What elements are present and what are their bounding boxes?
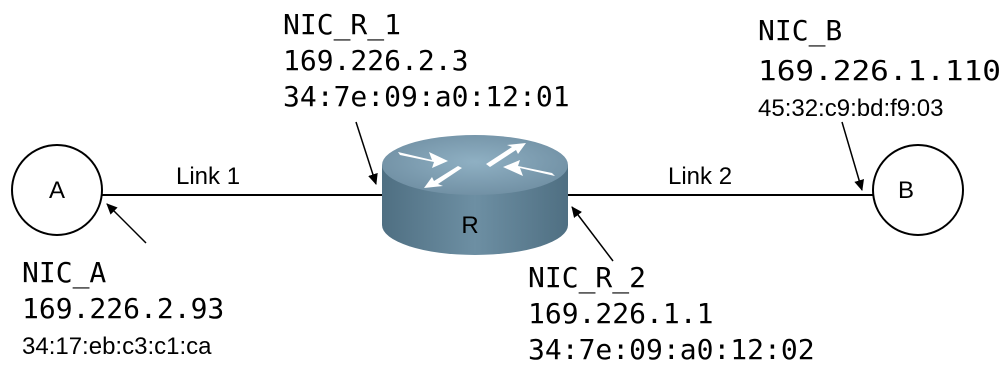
nic-r-1-pointer xyxy=(355,121,378,185)
link-1-label: Link 1 xyxy=(176,163,240,190)
nic-r-2-name: NIC_R_2 xyxy=(528,261,646,295)
host-a: A xyxy=(11,144,103,236)
nic-r-2-mac: 34:7e:09:a0:12:02 xyxy=(528,333,815,366)
nic-b-ip: 169.226.1.110 xyxy=(758,54,1001,87)
nic-a-pointer xyxy=(106,203,147,244)
nic-a-info: NIC_A 169.226.2.93 34:17:eb:c3:c1:ca xyxy=(22,256,224,360)
nic-r-1-ip: 169.226.2.3 xyxy=(283,44,468,77)
nic-b-pointer xyxy=(841,121,864,191)
nic-a-mac: 34:17:eb:c3:c1:ca xyxy=(22,333,212,360)
nic-r-2-pointer xyxy=(571,206,614,262)
nic-b-mac: 45:32:c9:bd:f9:03 xyxy=(758,95,943,122)
nic-r-1-info: NIC_R_1 169.226.2.3 34:7e:09:a0:12:01 xyxy=(283,8,570,113)
nic-r-2-info: NIC_R_2 169.226.1.1 34:7e:09:a0:12:02 xyxy=(528,261,815,366)
host-b: B xyxy=(872,144,964,236)
link-2-label: Link 2 xyxy=(668,163,732,190)
nic-r-2-ip: 169.226.1.1 xyxy=(528,297,713,330)
router-r: R xyxy=(382,135,568,255)
router-top xyxy=(382,135,568,195)
nic-a-ip: 169.226.2.93 xyxy=(22,292,224,325)
nic-a-name: NIC_A xyxy=(22,256,106,290)
host-a-label: A xyxy=(49,177,65,204)
nic-r-1-mac: 34:7e:09:a0:12:01 xyxy=(283,80,570,113)
router-label: R xyxy=(461,212,478,239)
nic-b-info: NIC_B 169.226.1.110 45:32:c9:bd:f9:03 xyxy=(758,14,1001,122)
host-b-label: B xyxy=(898,177,914,204)
router-arrows-icon xyxy=(398,143,555,188)
nic-b-name: NIC_B xyxy=(758,14,842,48)
nic-r-1-name: NIC_R_1 xyxy=(283,8,401,42)
